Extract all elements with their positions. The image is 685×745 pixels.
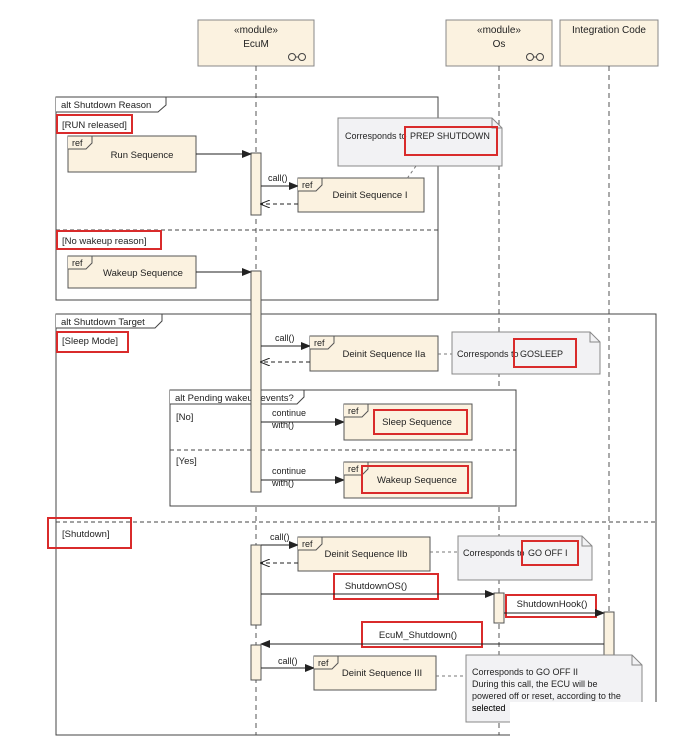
highlight-box — [361, 465, 469, 494]
ecum-name: EcuM — [243, 39, 269, 50]
fragment-shutdown-reason: alt Shutdown Reason [RUN released] [No w… — [55, 96, 439, 301]
ref-label: Wakeup Sequence — [377, 475, 457, 486]
note-line: selected — [472, 703, 506, 713]
message-shutdown-hook: ShutdownHook() — [517, 599, 588, 610]
highlight-box — [56, 331, 129, 353]
note-prefix: Corresponds to — [463, 548, 525, 558]
highlight-box — [361, 621, 483, 648]
note-line: powered off or reset, according to the — [472, 691, 621, 701]
component-icon — [526, 53, 544, 61]
ref-tag: ref — [348, 464, 359, 474]
os-stereotype: «module» — [477, 25, 521, 36]
note-value: GO OFF I — [528, 548, 568, 558]
fragment-title: alt Shutdown Target — [61, 317, 145, 328]
ref-wakeup-sequence-1[interactable]: ref Wakeup Sequence — [67, 255, 197, 289]
activation-os — [493, 592, 505, 624]
lifeline-integration-head: Integration Code — [559, 19, 659, 67]
highlight-box — [56, 230, 162, 250]
message-call: call() — [278, 656, 298, 666]
ref-deinit-sequence-2a[interactable]: ref Deinit Sequence IIa — [309, 335, 439, 372]
highlight-box — [56, 114, 133, 134]
activation-ecum — [250, 544, 262, 626]
guard-run-released: [RUN released] — [62, 120, 127, 131]
ecum-stereotype: «module» — [234, 25, 278, 36]
highlight-box — [373, 409, 468, 435]
ref-tag: ref — [318, 658, 329, 668]
note-prep-shutdown: Corresponds to PREP SHUTDOWN — [337, 117, 503, 167]
ref-wakeup-sequence-2[interactable]: ref Wakeup Sequence — [343, 461, 473, 499]
fragment-shutdown-target: alt Shutdown Target [Sleep Mode] [Shutdo… — [47, 313, 657, 736]
note-connector — [405, 165, 417, 181]
guard-no-wakeup: [No wakeup reason] — [62, 236, 147, 247]
guard-sleep-mode: [Sleep Mode] — [62, 336, 118, 347]
message-call: call() — [275, 333, 295, 343]
message-call: call() — [270, 532, 290, 542]
message-ecum-shutdown: EcuM_Shutdown() — [379, 630, 457, 641]
note-gosleep: Corresponds to GOSLEEP — [451, 331, 601, 375]
highlight-box — [47, 517, 132, 549]
lifeline-os-head: «module» Os — [445, 19, 553, 67]
activation-ecum — [250, 644, 262, 681]
note-line: Corresponds to GO OFF II — [472, 667, 578, 677]
ref-label: Deinit Sequence IIa — [343, 349, 427, 360]
note-prefix: Corresponds to — [345, 131, 407, 141]
ref-tag: ref — [302, 180, 313, 190]
guard-yes: [Yes] — [176, 456, 197, 467]
activation-ecum — [250, 152, 262, 216]
ref-label: Deinit Sequence I — [333, 190, 408, 201]
ref-tag: ref — [348, 406, 359, 416]
ref-tag: ref — [72, 258, 83, 268]
highlight-box — [513, 338, 577, 368]
ref-label: Sleep Sequence — [382, 417, 452, 428]
ref-run-sequence[interactable]: ref Run Sequence — [67, 135, 197, 173]
lifeline-ecum-head: «module» EcuM — [197, 19, 315, 67]
message-continue: continue — [272, 466, 306, 476]
note-go-off-1: Corresponds to GO OFF I — [457, 535, 593, 581]
ref-tag: ref — [72, 138, 83, 148]
ref-sleep-sequence[interactable]: ref Sleep Sequence — [343, 403, 473, 441]
ref-tag: ref — [302, 539, 313, 549]
fragment-title: alt Pending wakeup events? — [175, 393, 294, 404]
activation-ecum — [250, 270, 262, 493]
highlight-box — [333, 573, 439, 600]
message-shutdown-os: ShutdownOS() — [345, 581, 407, 592]
note-value: PREP SHUTDOWN — [410, 131, 490, 141]
guard-shutdown: [Shutdown] — [62, 529, 110, 540]
cropped-area — [510, 702, 685, 745]
ref-label: Deinit Sequence IIb — [325, 549, 408, 560]
ref-label: Deinit Sequence III — [342, 668, 422, 679]
message-continue: continue — [272, 408, 306, 418]
highlight-box — [505, 594, 597, 618]
fragment-title: alt Shutdown Reason — [61, 100, 151, 111]
guard-no: [No] — [176, 412, 193, 423]
ref-label: Run Sequence — [111, 150, 174, 161]
os-name: Os — [493, 39, 506, 50]
ref-deinit-sequence-3[interactable]: ref Deinit Sequence III — [313, 655, 437, 691]
integration-name: Integration Code — [572, 25, 646, 36]
message-call: call() — [268, 173, 288, 183]
message-with: with() — [271, 478, 294, 488]
highlight-box — [521, 540, 579, 566]
ref-tag: ref — [314, 338, 325, 348]
ref-deinit-sequence-2b[interactable]: ref Deinit Sequence IIb — [297, 536, 431, 572]
note-value: GOSLEEP — [520, 349, 563, 359]
note-line-visible: selected — [472, 703, 506, 713]
note-line: During this call, the ECU will be — [472, 679, 598, 689]
component-icon — [288, 53, 306, 61]
ref-deinit-sequence-1[interactable]: ref Deinit Sequence I — [297, 177, 425, 213]
ref-label: Wakeup Sequence — [103, 268, 183, 279]
message-with: with() — [271, 420, 294, 430]
highlight-box — [404, 126, 498, 156]
note-prefix: Corresponds to — [457, 349, 519, 359]
